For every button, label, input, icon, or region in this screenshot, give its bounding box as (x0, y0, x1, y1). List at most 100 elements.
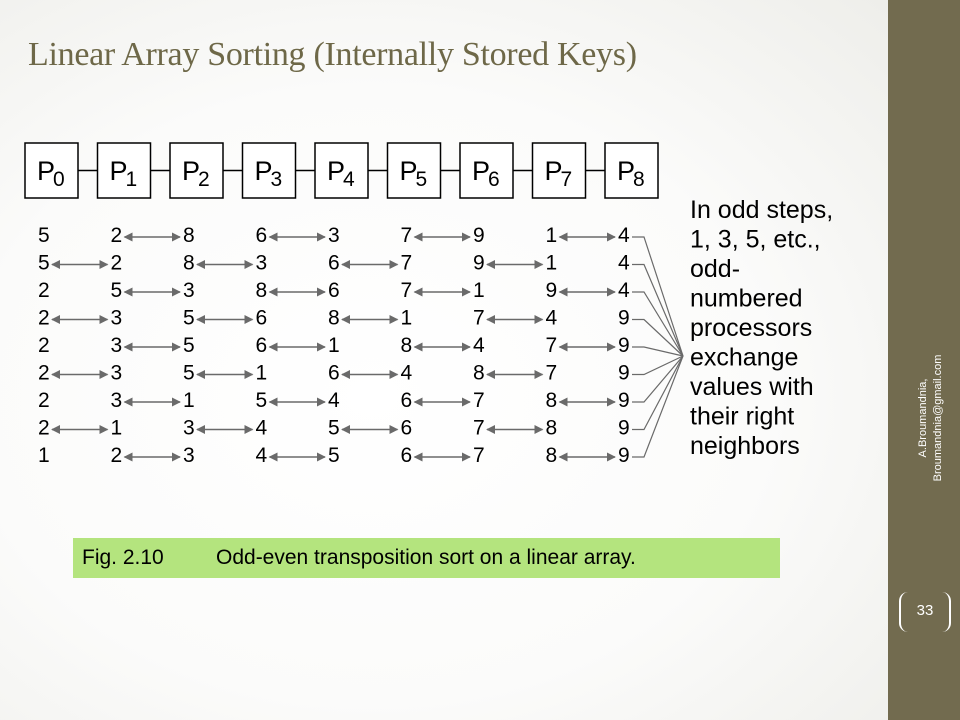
key-value: 3 (111, 307, 123, 330)
key-value: 8 (546, 444, 558, 467)
author-credit: A.Broumandnia, Broumandnia@gmail.com (916, 355, 946, 482)
key-value: 3 (256, 252, 268, 275)
key-value: 6 (328, 252, 340, 275)
key-value: 8 (546, 417, 558, 440)
key-value: 2 (38, 389, 50, 412)
processor-letter: P (182, 156, 200, 186)
processor-index: 8 (633, 168, 645, 191)
key-value: 7 (546, 334, 558, 357)
processor-letter: P (110, 156, 128, 186)
processor-rect (604, 142, 659, 199)
key-value: 8 (401, 334, 413, 357)
key-value: 6 (256, 224, 268, 247)
processor-box: P2 (169, 142, 224, 199)
note-line: odd- (690, 255, 740, 283)
note-line: numbered (690, 285, 803, 313)
key-value: 1 (328, 334, 340, 357)
key-value: 9 (618, 334, 630, 357)
processor-index: 7 (561, 168, 573, 191)
key-value: 9 (546, 279, 558, 302)
processor-rect (96, 142, 152, 199)
key-value: 8 (256, 279, 268, 302)
key-value: 5 (183, 334, 195, 357)
note-line: 1, 3, 5, etc., (690, 226, 821, 254)
key-value: 2 (38, 307, 50, 330)
key-value: 4 (401, 362, 413, 385)
key-value: 2 (38, 362, 50, 385)
key-value: 6 (256, 334, 268, 357)
processor-letter: P (37, 156, 55, 186)
key-value: 7 (401, 279, 413, 302)
page-number: 33 (899, 592, 951, 632)
key-value: 4 (618, 224, 630, 247)
key-value: 9 (618, 444, 630, 467)
key-value: 6 (328, 279, 340, 302)
key-value: 5 (256, 389, 268, 412)
processor-letter: P (617, 156, 635, 186)
key-value: 2 (38, 334, 50, 357)
key-value: 6 (401, 389, 413, 412)
bracket-line (632, 355, 684, 458)
key-value: 2 (38, 417, 50, 440)
key-value: 5 (183, 307, 195, 330)
key-value: 3 (183, 417, 195, 440)
key-value: 2 (111, 224, 123, 247)
processor-letter: P (400, 156, 418, 186)
processor-rect (459, 142, 514, 199)
key-value: 5 (38, 224, 50, 247)
processor-index: 4 (343, 168, 355, 191)
key-value: 1 (183, 389, 195, 412)
key-value: 7 (401, 224, 413, 247)
key-value: 4 (473, 334, 485, 357)
author-name: A.Broumandnia, (917, 378, 929, 458)
key-value: 2 (111, 444, 123, 467)
key-value: 1 (473, 279, 485, 302)
processor-box: P6 (459, 142, 514, 199)
caption-text: Odd-even transposition sort on a linear … (216, 546, 636, 569)
key-value: 9 (473, 224, 485, 247)
note-line: their right (690, 403, 794, 431)
key-value: 4 (256, 444, 268, 467)
key-value: 1 (38, 444, 50, 467)
key-value: 7 (546, 362, 558, 385)
processor-box: P4 (314, 142, 369, 199)
key-value: 3 (328, 224, 340, 247)
slide-title: Linear Array Sorting (Internally Stored … (28, 36, 637, 73)
bracket-line (632, 318, 684, 357)
key-value: 8 (183, 252, 195, 275)
key-value: 7 (401, 252, 413, 275)
note-line: neighbors (690, 432, 800, 460)
bracket-line (632, 355, 684, 431)
processor-rect (386, 142, 442, 199)
processor-letter: P (472, 156, 490, 186)
key-value: 5 (38, 252, 50, 275)
key-value: 2 (111, 252, 123, 275)
key-value: 6 (401, 444, 413, 467)
key-value: 7 (473, 307, 485, 330)
bracket-line (632, 291, 684, 357)
processor-box: P7 (531, 142, 587, 199)
bracket-line (632, 263, 684, 357)
key-value: 1 (546, 224, 558, 247)
processor-letter: P (327, 156, 345, 186)
key-value: 5 (183, 362, 195, 385)
caption-number: Fig. 2.10 (82, 546, 164, 569)
processor-rect (314, 142, 369, 199)
processor-box: P1 (96, 142, 152, 199)
processor-rect (24, 142, 79, 199)
key-value: 9 (618, 362, 630, 385)
key-value: 3 (183, 444, 195, 467)
key-value: 7 (473, 417, 485, 440)
processor-rect (241, 142, 297, 199)
key-value: 4 (546, 307, 558, 330)
key-value: 3 (111, 334, 123, 357)
key-value: 4 (256, 417, 268, 440)
key-value: 9 (473, 252, 485, 275)
slide-background (0, 0, 888, 720)
key-value: 6 (328, 362, 340, 385)
processor-index: 2 (198, 168, 210, 191)
processor-box: P8 (604, 142, 659, 199)
note-line: processors (690, 314, 812, 342)
key-value: 7 (473, 389, 485, 412)
